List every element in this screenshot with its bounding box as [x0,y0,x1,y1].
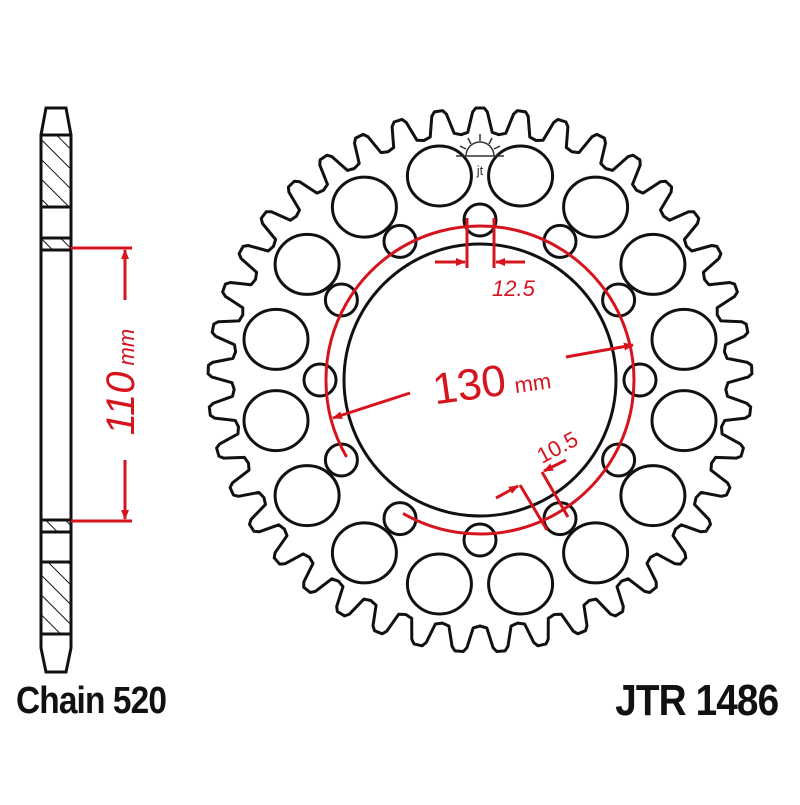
lightening-hole [562,521,630,585]
bolt-hole [462,202,498,238]
side-profile [39,106,73,674]
lightening-hole [405,144,473,208]
lightening-hole [330,521,398,585]
bolt-hole [622,362,658,398]
side-dimension [71,246,132,523]
bolt-hole [302,362,338,398]
lightening-hole [487,144,555,208]
chain-size-label: Chain 520 [16,680,167,722]
lightening-hole [242,389,310,453]
lightening-hole [405,552,473,616]
center-bore [342,242,618,518]
logo-text: jt [476,163,484,178]
lightening-hole [242,307,310,371]
sun-logo-icon [456,134,504,157]
slot-label: 12.5 [492,276,536,301]
lightening-hole [273,464,341,528]
part-number-label: JTR 1486 [614,676,779,725]
lightening-hole [487,552,555,616]
lightening-hole [650,307,718,371]
sprocket-teeth-outline [206,106,754,653]
sprocket [206,106,754,653]
lightening-hole [650,389,718,453]
bolt-hole-label: 10.5 [533,426,583,468]
pcd-dimension [324,218,636,536]
lightening-hole [562,175,630,239]
lightening-hole [273,232,341,296]
bolt-hole [462,522,498,558]
lightening-hole [330,175,398,239]
lightening-hole [619,232,687,296]
lightening-hole [619,464,687,528]
side-width-label: 110mm [99,329,143,435]
